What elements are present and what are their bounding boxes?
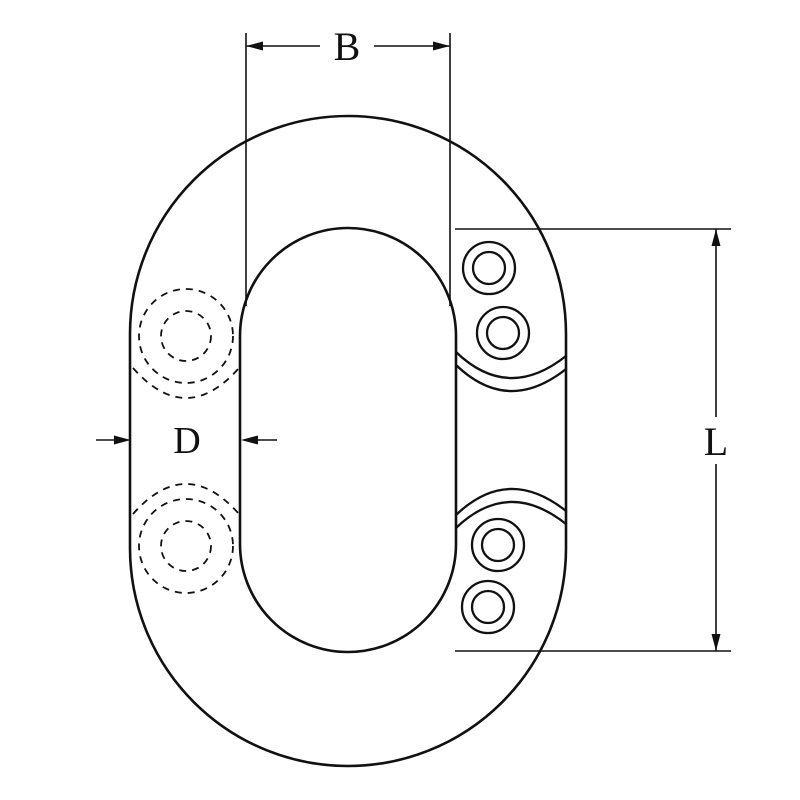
- lower-joint-arc-outer: [454, 500, 568, 530]
- hidden-pin-top-circle: [160, 310, 212, 362]
- rivet-circle-bottom-1-outer: [470, 517, 526, 573]
- l-arrow-bottom: [711, 634, 721, 651]
- b-arrow-right: [433, 41, 450, 51]
- b-arrow-left: [246, 41, 263, 51]
- rivet-circle-top-1-inner: [471, 250, 507, 286]
- inner-hole-outline: [238, 226, 458, 654]
- hidden-pin-bottom-circle: [160, 520, 212, 572]
- rivet-circle-bottom-2-inner: [470, 589, 506, 625]
- dimension-label-d: D: [173, 420, 200, 462]
- rivet-circle-bottom-1-inner: [480, 527, 516, 563]
- l-arrow-top: [711, 229, 721, 246]
- hidden-joint-bottom-arc: [132, 483, 240, 515]
- hidden-joint-top-arc: [132, 367, 240, 399]
- lower-joint-arc-inner: [454, 487, 568, 517]
- hidden-boss-bottom-circle: [138, 498, 234, 594]
- d-arrow-left: [114, 435, 131, 445]
- rivet-circle-top-2-outer: [475, 305, 531, 361]
- rivet-circle-bottom-2-outer: [460, 579, 516, 635]
- d-arrow-right: [241, 435, 258, 445]
- upper-joint-arc-outer: [454, 350, 568, 380]
- hidden-boss-top-circle: [138, 288, 234, 384]
- drawing-root: B L D: [96, 24, 731, 768]
- rivet-circle-top-2-inner: [485, 315, 521, 351]
- dimension-label-l: L: [704, 419, 728, 464]
- outer-link-outline: [128, 114, 568, 768]
- upper-joint-arc-inner: [454, 363, 568, 393]
- dimension-label-b: B: [334, 24, 361, 69]
- rivet-circle-top-1-outer: [461, 240, 517, 296]
